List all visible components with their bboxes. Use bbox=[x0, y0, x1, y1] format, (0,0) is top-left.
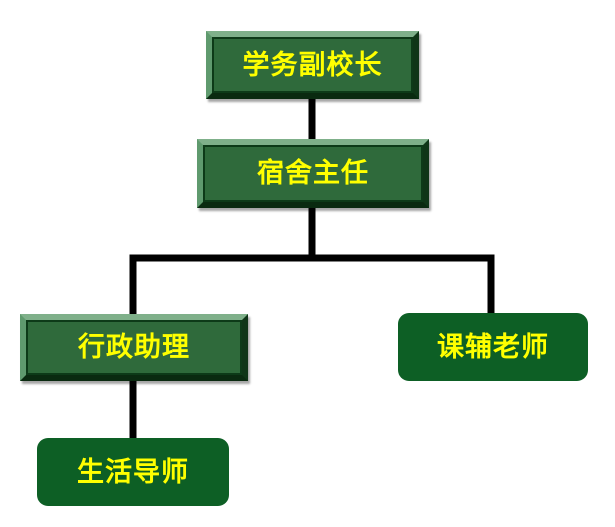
node-vice-principal: 学务副校长 bbox=[206, 31, 419, 99]
node-admin-assistant: 行政助理 bbox=[20, 314, 248, 381]
node-tutor-teacher: 课辅老师 bbox=[398, 313, 588, 381]
node-dorm-director: 宿舍主任 bbox=[197, 139, 429, 208]
node-label: 宿舍主任 bbox=[257, 158, 369, 189]
node-label: 生活导师 bbox=[77, 456, 189, 488]
node-life-mentor: 生活导师 bbox=[37, 438, 229, 506]
edge-dorm-director-to-tutor-teacher bbox=[312, 254, 495, 315]
edge-dorm-director-to-branches bbox=[129, 206, 316, 318]
node-label: 行政助理 bbox=[78, 332, 190, 363]
node-label: 课辅老师 bbox=[437, 331, 549, 363]
node-label: 学务副校长 bbox=[242, 49, 383, 81]
